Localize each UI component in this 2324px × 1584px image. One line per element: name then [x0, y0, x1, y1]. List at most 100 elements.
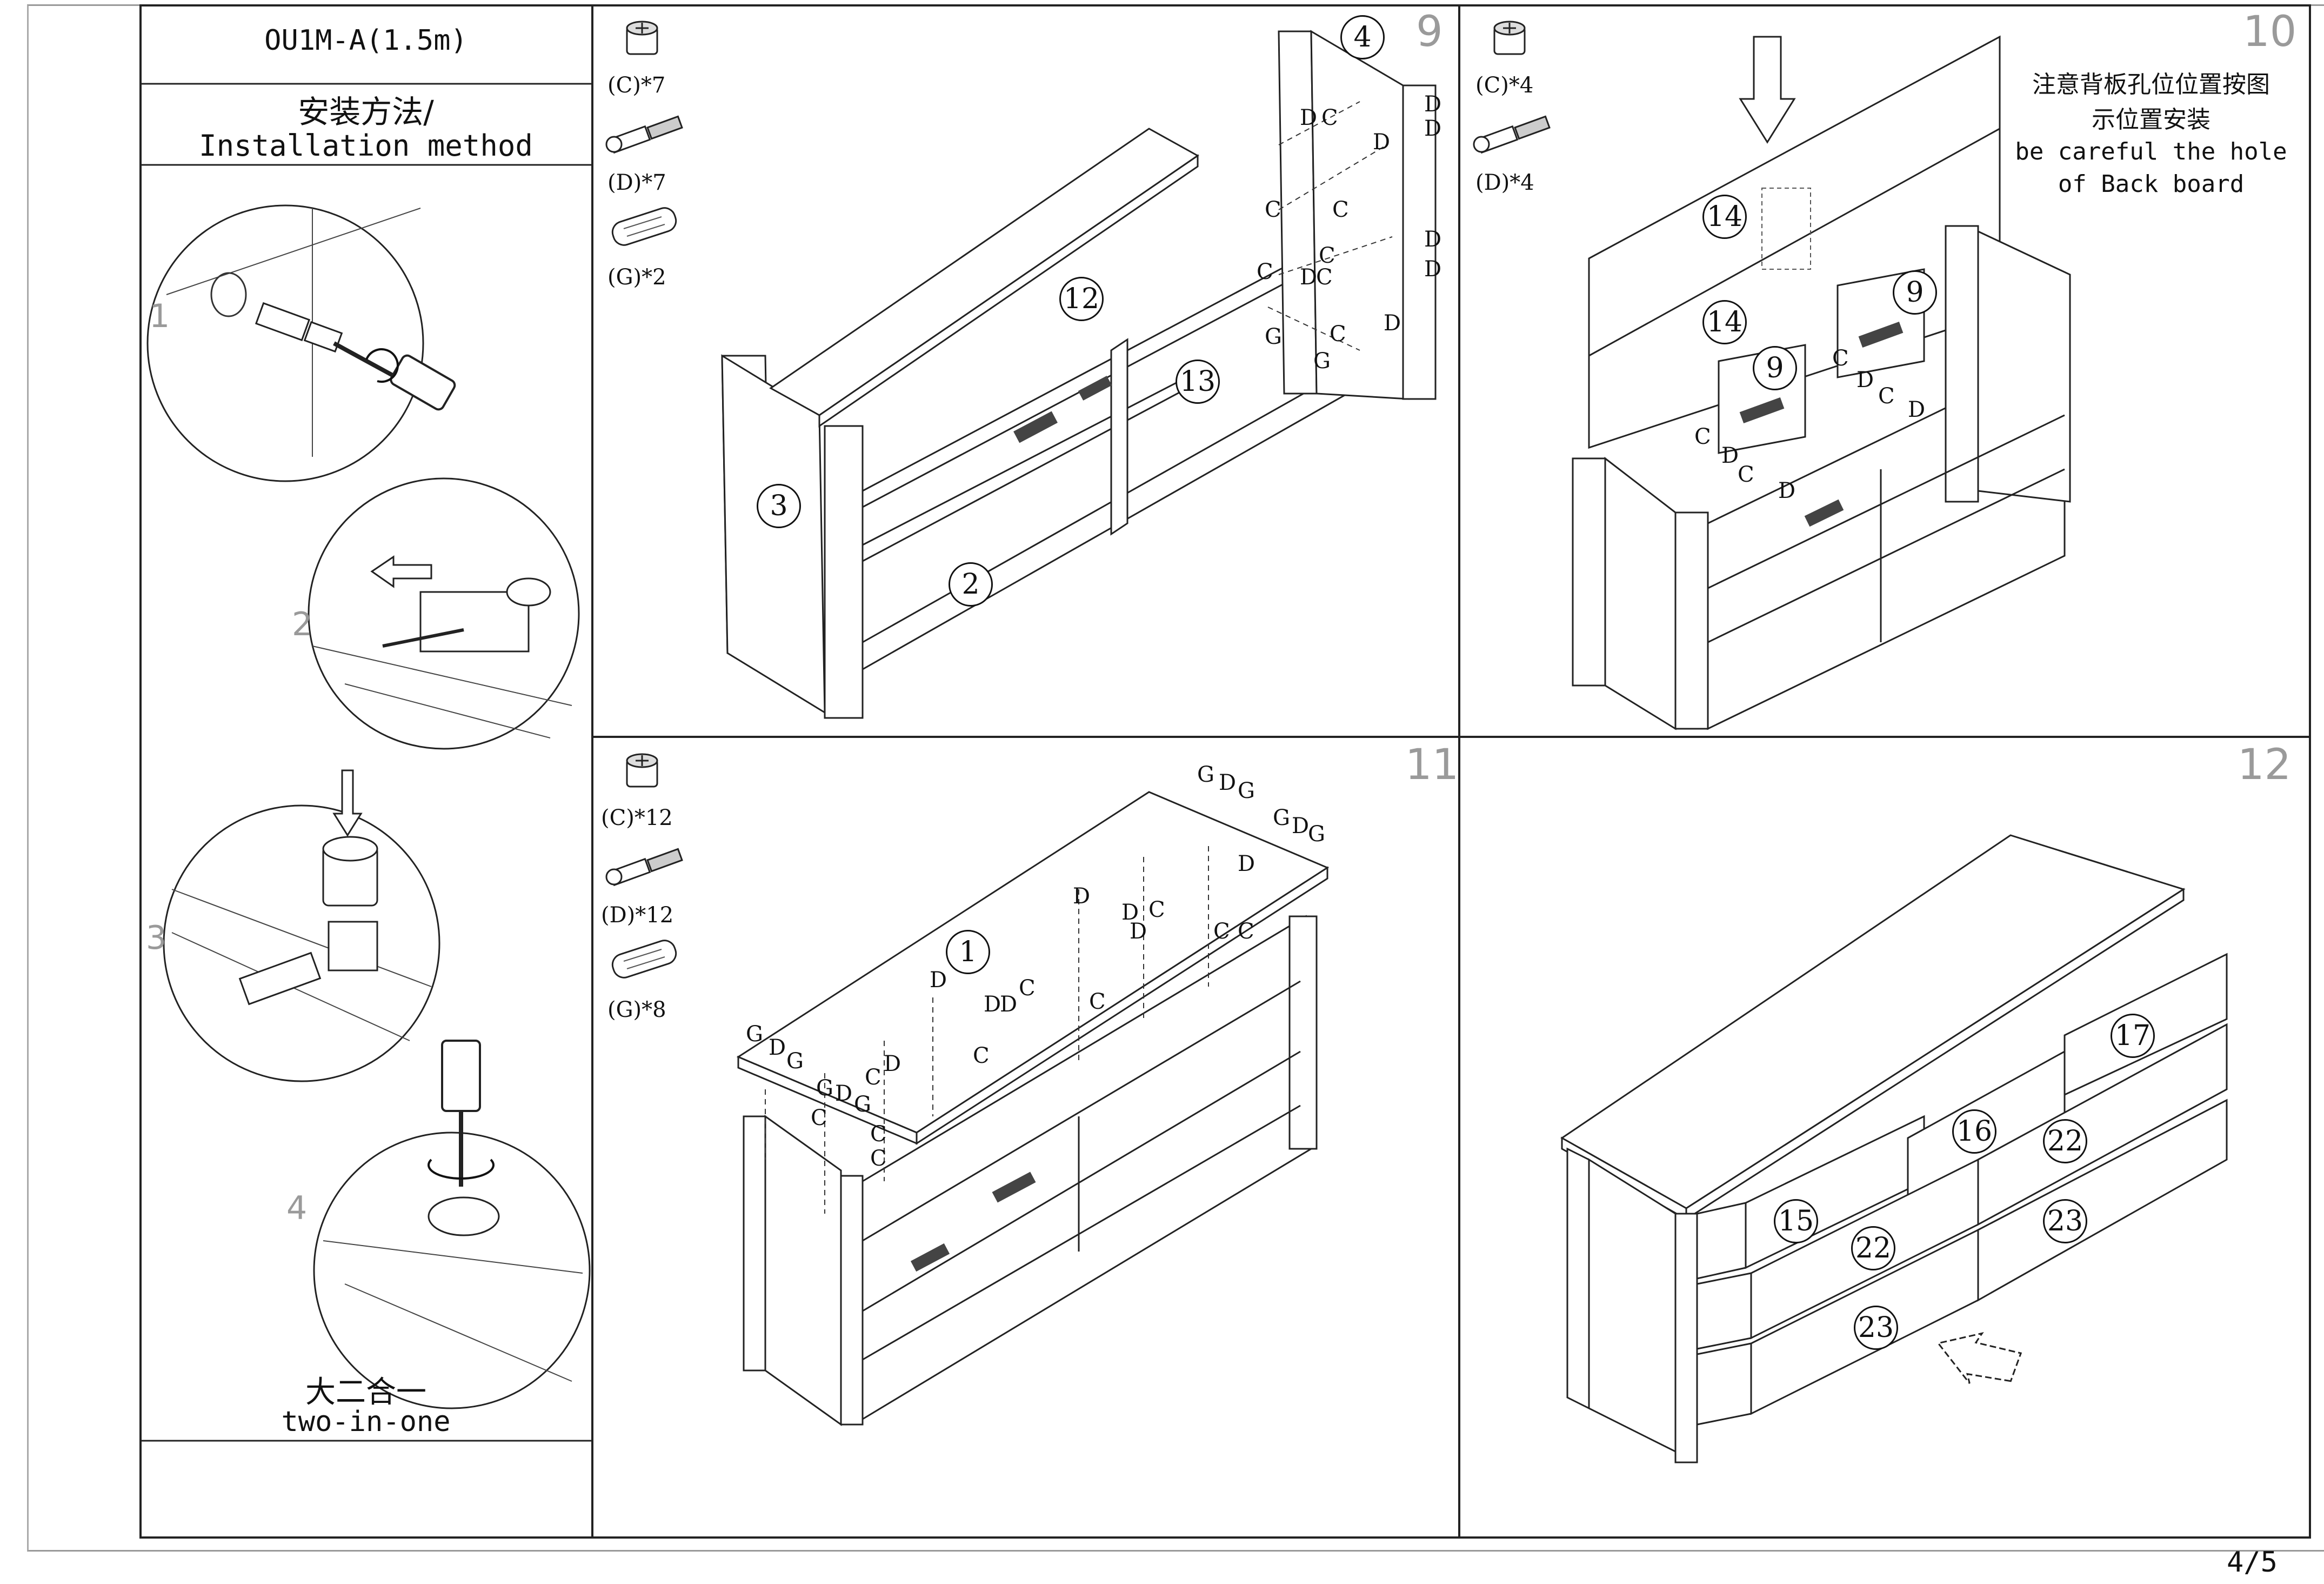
cam-bolt-icon [605, 848, 683, 887]
instruction-frame [139, 4, 2311, 1539]
fastener-label: C [1330, 322, 1346, 347]
cam-lock-icon [1493, 21, 1526, 55]
fastener-label: C [1265, 197, 1281, 222]
step-11-number: 11 [1405, 741, 1459, 789]
caption-en: two-in-one [281, 1406, 451, 1438]
fastener-label: D [1424, 92, 1442, 117]
step-9-callout-3: 3 [757, 484, 801, 528]
back-board-note-cn-1: 注意背板孔位位置按图 [2032, 71, 2270, 98]
method-substep-3: 3 [146, 919, 167, 957]
step-12-callout-23-right: 23 [2043, 1199, 2087, 1243]
fastener-label: C [865, 1065, 881, 1090]
fastener-label: D [1130, 919, 1147, 944]
part-g-count: (G)*2 [607, 265, 666, 290]
fastener-label: G [816, 1076, 833, 1101]
back-board-note-en-1: be careful the hole [2015, 138, 2287, 165]
fastener-label: D [1424, 227, 1442, 252]
step-9-callout-12: 12 [1059, 277, 1104, 321]
method-illustrations [146, 204, 591, 1409]
fastener-label: G [1273, 806, 1290, 830]
fastener-label: C [1257, 259, 1273, 284]
step-12-callout-16: 16 [1952, 1109, 1996, 1154]
method-substep-2: 2 [292, 605, 313, 643]
method-step-3-illustration [163, 769, 440, 1082]
fastener-label: G [1197, 762, 1214, 787]
fastener-label: D [1721, 443, 1739, 468]
fastener-label: C [1148, 897, 1165, 922]
fastener-label: D [1238, 851, 1256, 876]
fastener-label: C [1238, 919, 1254, 944]
method-title-en: Installation method [199, 129, 533, 163]
fastener-label: C [1213, 919, 1230, 944]
step-9-callout-2: 2 [949, 562, 993, 607]
fastener-label: C [1019, 976, 1036, 1001]
part-d-count: (D)*7 [607, 170, 666, 195]
step-12-callout-23-left: 23 [1854, 1306, 1898, 1350]
fastener-label: G [1308, 822, 1325, 847]
method-substep-1: 1 [149, 297, 170, 335]
method-title-cn: 安装方法/ [298, 94, 434, 130]
step-10-callout-14-upper: 14 [1702, 195, 1747, 239]
fastener-label: C [1319, 243, 1335, 268]
step-9-number: 9 [1416, 8, 1443, 56]
step-11-illustration [736, 791, 1330, 1426]
fastener-label: C [1878, 384, 1895, 409]
step-10-illustration [1572, 35, 2071, 730]
wood-dowel-icon [611, 940, 677, 979]
fastener-label: C [811, 1106, 827, 1130]
fastener-label: D [1384, 311, 1401, 336]
fastener-label: D [769, 1035, 786, 1060]
caption-cn: 大二合一 [305, 1375, 426, 1410]
fastener-label: G [1238, 778, 1255, 803]
cam-bolt-icon [1473, 115, 1551, 154]
step-12-callout-22-right: 22 [2043, 1119, 2087, 1163]
step-9-callout-4: 4 [1340, 15, 1385, 59]
method-substep-4: 4 [286, 1189, 308, 1227]
step-11-callout-1: 1 [946, 930, 990, 974]
fastener-label: D [1121, 900, 1139, 925]
step-9-callout-13: 13 [1176, 360, 1220, 404]
fastener-label: D [1219, 770, 1237, 795]
step-12-callout-22-left: 22 [1851, 1226, 1895, 1270]
step-12-illustration [1560, 834, 2228, 1463]
fastener-label: G [786, 1049, 804, 1074]
fastener-label: C [1332, 197, 1349, 222]
cam-lock-icon [626, 21, 658, 55]
fastener-label: D [1300, 265, 1318, 290]
model-title: OU1M-A(1.5m) [264, 24, 468, 57]
fastener-label: D [1424, 257, 1442, 282]
fastener-label: G [1313, 349, 1331, 374]
step-10-callout-14-lower: 14 [1702, 300, 1747, 344]
step-10-callout-9-right: 9 [1893, 270, 1937, 315]
fastener-label: G [746, 1022, 763, 1047]
part-c-count: (C)*12 [601, 806, 673, 830]
part-c-count: (C)*4 [1475, 73, 1534, 98]
fastener-label: D [1908, 397, 1926, 422]
fastener-label: C [1738, 462, 1754, 487]
step-10-callout-9-left: 9 [1753, 346, 1797, 390]
back-board-note-cn-2: 示位置安装 [2092, 106, 2211, 134]
fastener-label: D [1000, 992, 1018, 1017]
fastener-label: G [1265, 324, 1282, 349]
part-g-count: (G)*8 [607, 997, 666, 1022]
method-step-4-illustration [313, 1040, 591, 1409]
fastener-label: D [1300, 105, 1318, 130]
fastener-label: G [854, 1092, 871, 1117]
fastener-label: D [835, 1081, 853, 1106]
fastener-label: D [1073, 884, 1091, 909]
part-d-count: (D)*12 [601, 903, 674, 928]
part-c-count: (C)*7 [607, 73, 666, 98]
fastener-label: C [870, 1146, 887, 1171]
fastener-label: C [1316, 265, 1333, 290]
step-10-number: 10 [2243, 8, 2297, 56]
fastener-label: C [1832, 346, 1849, 371]
fastener-label: C [870, 1122, 887, 1147]
wood-dowel-icon [611, 207, 677, 246]
fastener-label: D [884, 1051, 901, 1076]
part-d-count: (D)*4 [1475, 170, 1534, 195]
back-board-note-en-2: of Back board [2058, 170, 2245, 198]
fastener-label: D [1424, 116, 1442, 141]
method-step-1-illustration [146, 204, 456, 482]
step-12-callout-17: 17 [2111, 1014, 2155, 1058]
fastener-label: C [1694, 424, 1711, 449]
